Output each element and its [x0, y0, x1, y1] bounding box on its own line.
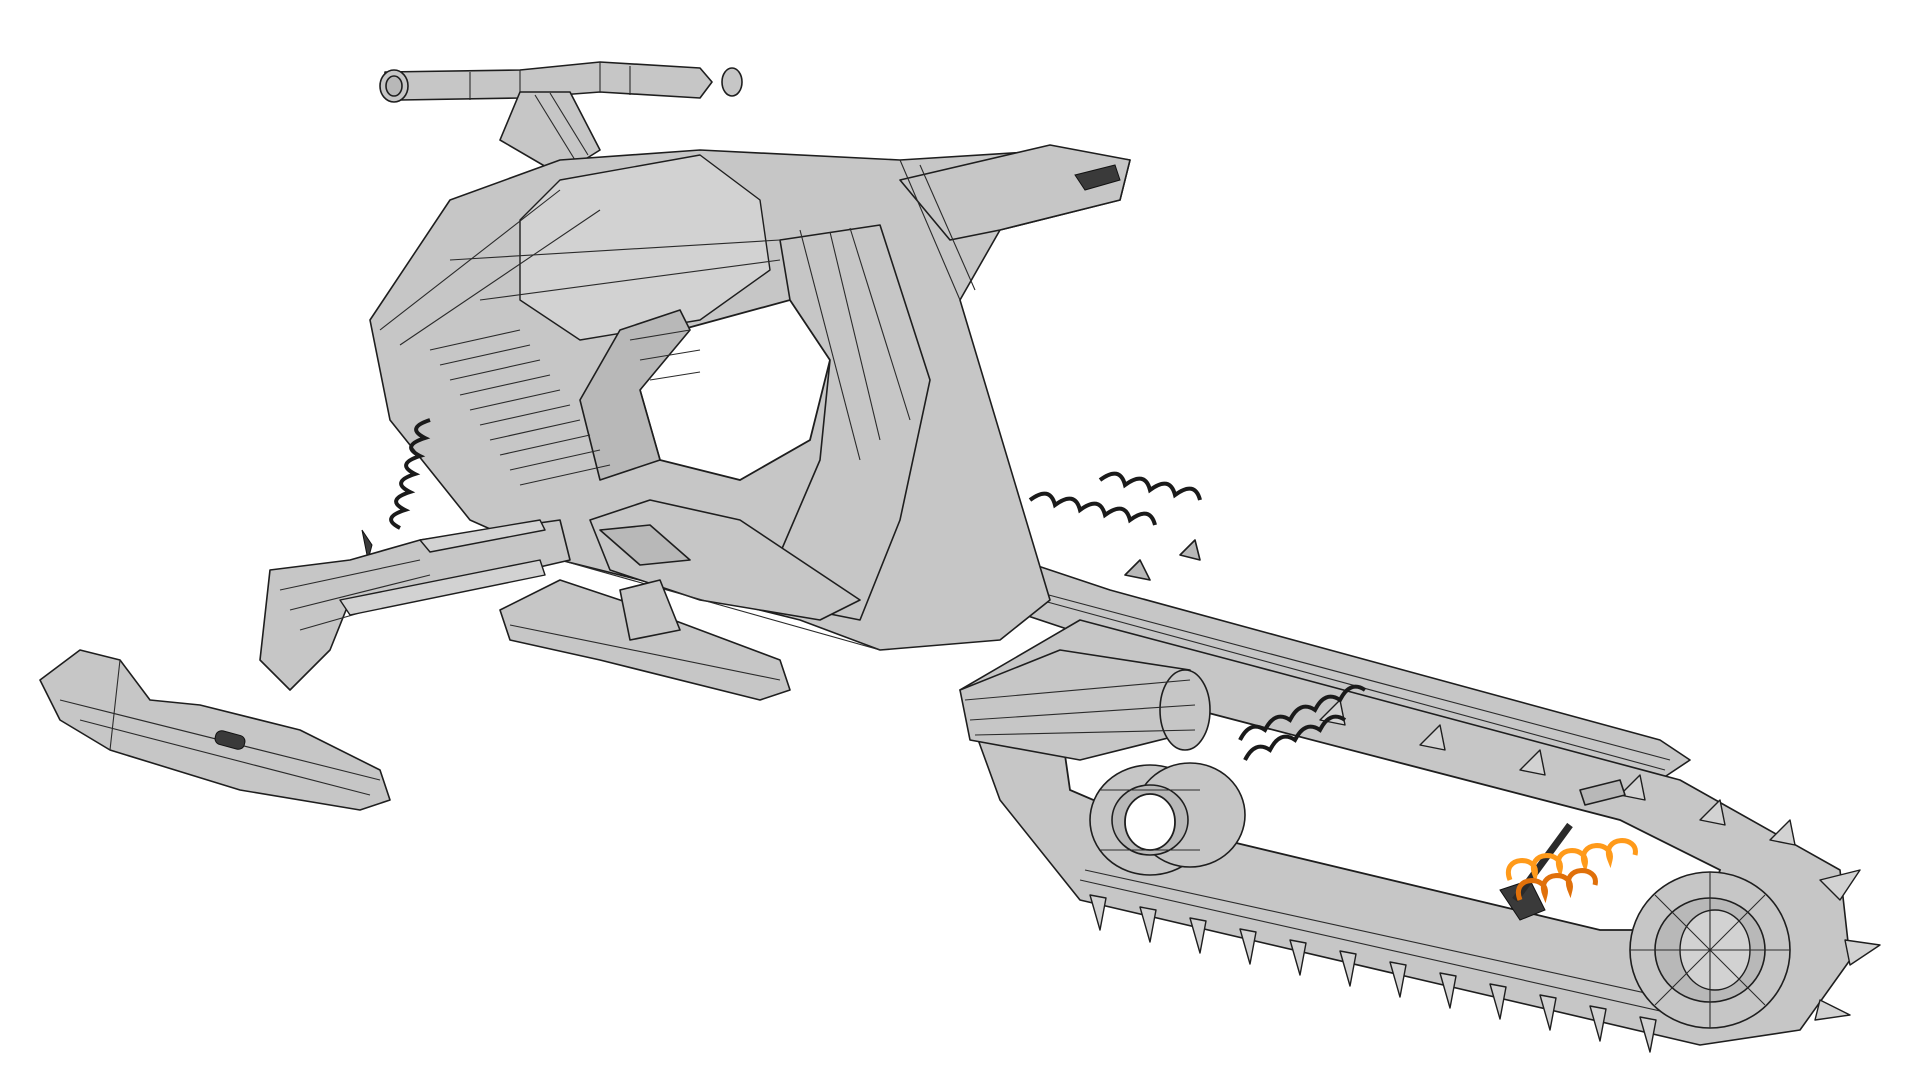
front-skis — [39, 519, 791, 811]
side-vents — [429, 329, 701, 486]
front-suspension-springs — [361, 418, 1202, 581]
track-lugs — [1089, 869, 1881, 1053]
rear-idler-wheel — [1629, 871, 1791, 1029]
handlebar — [379, 61, 743, 176]
rear-suspension-springs — [1238, 684, 1367, 761]
rear-shock-accent — [1499, 779, 1638, 921]
drive-section — [959, 649, 1246, 876]
